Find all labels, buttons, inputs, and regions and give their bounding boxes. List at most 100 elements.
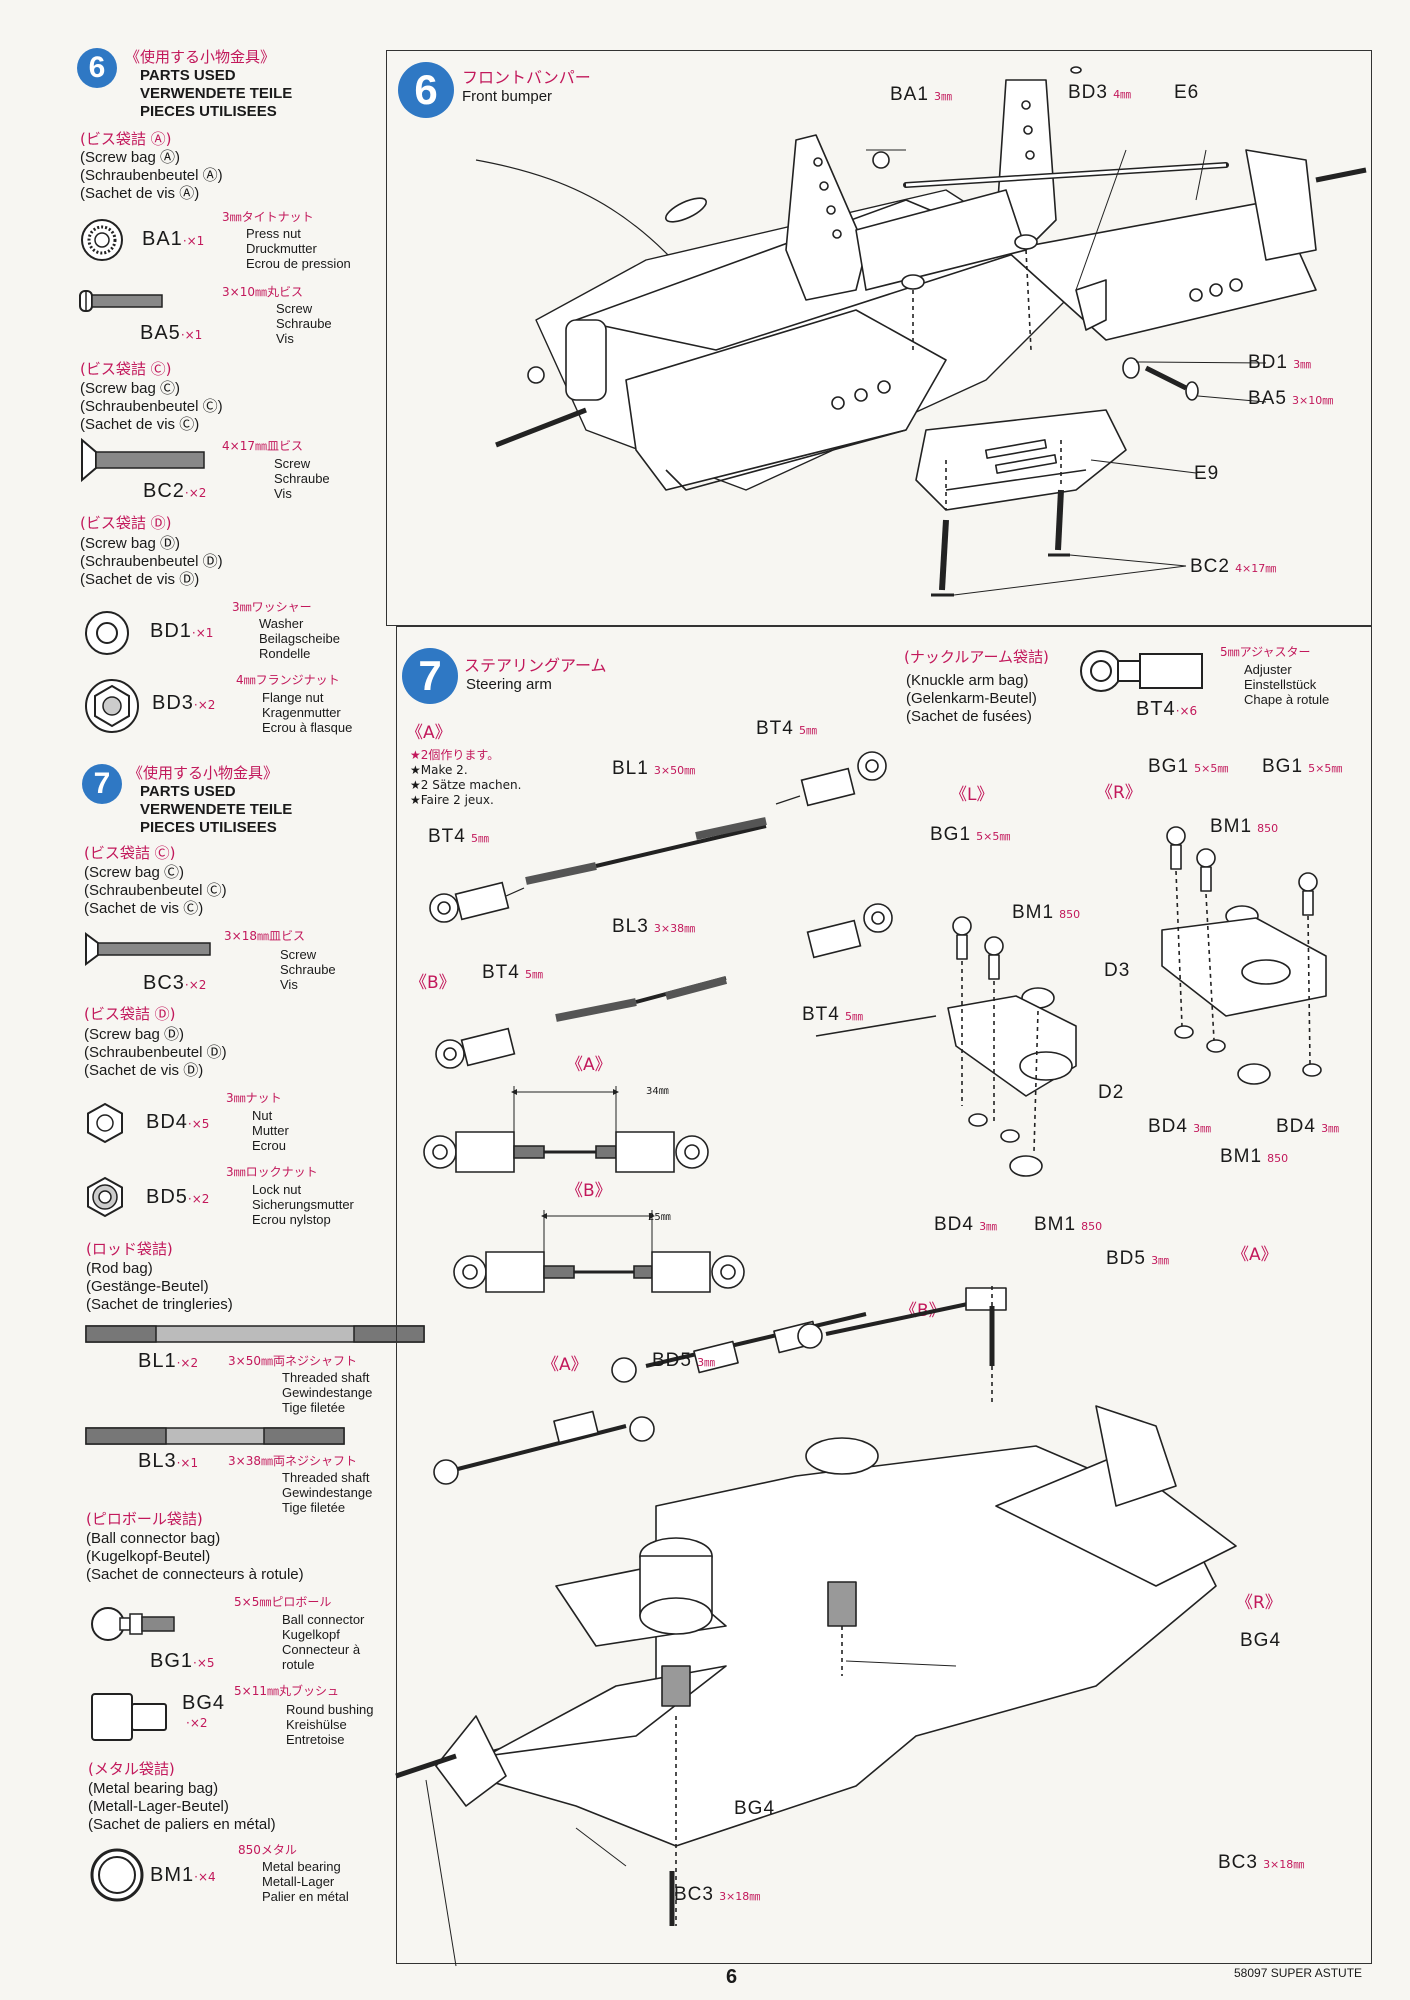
press-nut-icon xyxy=(80,218,124,262)
front-bumper-assembly-diagram xyxy=(386,50,1370,624)
adjuster-icon xyxy=(1078,648,1208,694)
label-bd5-left: BD5 3㎜ xyxy=(652,1350,716,1371)
label-bt4-b: BT4 5㎜ xyxy=(482,962,543,983)
label-ba1: BA1 3㎜ xyxy=(890,84,953,105)
nut-icon xyxy=(84,1102,126,1144)
label-bg1-l: BG1 5×5㎜ xyxy=(930,824,1011,845)
ba5-spec: 3×10㎜丸ビス xyxy=(222,285,303,299)
bt4-part-spec: 5㎜アジャスター xyxy=(1220,645,1311,659)
label-bl3: BL3 3×38㎜ xyxy=(612,916,696,937)
bm1-spec: 850メタル xyxy=(238,1843,297,1857)
dimension-b: 25㎜ xyxy=(648,1212,671,1223)
bg1-spec: 5×5㎜ピロボール xyxy=(234,1595,332,1609)
parts-used-title-en: PARTS USED VERWENDETE TEILE PIECES UTILI… xyxy=(140,67,293,120)
parts-used-7-title-jp: 《使用する小物金具》 xyxy=(128,764,279,782)
bl1-spec: 3×50㎜両ネジシャフト xyxy=(228,1354,357,1368)
mark-b-1: 《B》 xyxy=(410,973,456,993)
bag-c-title: (ビス袋詰 Ⓒ) xyxy=(80,360,172,378)
ball-connector-icon xyxy=(90,1604,176,1644)
mark-a-2: 《A》 xyxy=(566,1055,612,1075)
bm1-code: BM1·×4 xyxy=(150,1864,216,1886)
label-bm1-r: BM1 850 xyxy=(1210,816,1279,837)
label-bg1-r2: BG1 5×5㎜ xyxy=(1262,756,1343,777)
washer-icon xyxy=(84,610,130,656)
bg4-spec: 5×11㎜丸ブッシュ xyxy=(234,1684,339,1698)
label-bg4-right: BG4 xyxy=(1240,1630,1282,1651)
bd5-code: BD5·×2 xyxy=(146,1186,210,1208)
mark-l-1: 《L》 xyxy=(950,785,994,805)
label-bt4-left: BT4 5㎜ xyxy=(428,826,489,847)
step-7-panel-badge: 7 xyxy=(402,648,458,704)
bag-d-title: (ビス袋詰 Ⓓ) xyxy=(80,514,172,532)
label-d3: D3 xyxy=(1104,960,1131,981)
mark-r-2: 《R》 xyxy=(1236,1593,1282,1613)
bag-ball-names: (Ball connector bag)(Kugelkopf-Beutel)(S… xyxy=(86,1530,304,1583)
step-7-badge: 7 xyxy=(82,764,122,804)
ba1-spec: 3㎜タイトナット xyxy=(222,210,314,224)
label-bm1-l-bottom: BM1 850 xyxy=(1034,1214,1103,1235)
ba5-code: BA5·×1 xyxy=(140,322,203,344)
steering-arm-diagram xyxy=(396,626,1370,1962)
label-bt4-top: BT4 5㎜ xyxy=(756,718,817,739)
page-number: 6 xyxy=(726,1966,738,1988)
knuckle-bag-names: (Knuckle arm bag)(Gelenkarm-Beutel)(Sach… xyxy=(906,672,1037,725)
bl3-spec: 3×38㎜両ネジシャフト xyxy=(228,1454,357,1468)
step-6-panel xyxy=(386,50,1372,626)
rod-assembly-diagram xyxy=(396,626,1370,1962)
label-bd1: BD1 3㎜ xyxy=(1248,352,1312,373)
label-bg4-left: BG4 xyxy=(734,1798,776,1819)
bag-d-names: (Screw bag Ⓓ)(Schraubenbeutel Ⓓ)(Sachet … xyxy=(80,535,223,588)
parts-used-title-jp: 《使用する小物金具》 xyxy=(125,48,276,66)
countersunk-screw-3x18-icon xyxy=(86,934,212,964)
bag-d7-names: (Screw bag Ⓓ)(Schraubenbeutel Ⓓ)(Sachet … xyxy=(84,1026,227,1079)
round-bushing-icon xyxy=(90,1692,170,1742)
bag-metal-title: (メタル袋詰) xyxy=(88,1760,175,1778)
bc3-code: BC3·×2 xyxy=(143,972,207,994)
bl3-code: BL3·×1 xyxy=(138,1450,199,1472)
mark-a-1: 《A》 xyxy=(406,723,452,743)
bag-a-names: (Screw bag Ⓐ) (Schraubenbeutel Ⓐ) (Sache… xyxy=(80,149,223,202)
step-7-title-jp: ステアリングアーム xyxy=(464,656,607,675)
lock-nut-icon xyxy=(84,1176,126,1218)
label-bc3-left: BC3 3×18㎜ xyxy=(674,1884,761,1905)
bag-rod-title: (ロッド袋詰) xyxy=(86,1240,173,1258)
label-ba5: BA5 3×10㎜ xyxy=(1248,388,1334,409)
label-bd4-l: BD4 3㎜ xyxy=(934,1214,998,1235)
step-7-panel xyxy=(396,626,1372,1964)
bag-a-title: (ビス袋詰 Ⓐ) xyxy=(80,130,172,148)
label-bd4-r1: BD4 3㎜ xyxy=(1148,1116,1212,1137)
label-bd3: BD3 4㎜ xyxy=(1068,82,1132,103)
bg1-code: BG1·×5 xyxy=(150,1650,215,1672)
flange-nut-icon xyxy=(84,678,140,734)
bc3-spec: 3×18㎜皿ビス xyxy=(224,929,305,943)
bag-metal-names: (Metal bearing bag)(Metall-Lager-Beutel)… xyxy=(88,1780,276,1833)
step-7-title-en: Steering arm xyxy=(466,676,552,693)
bd3-spec: 4㎜フランジナット xyxy=(236,673,340,687)
bd1-spec: 3㎜ワッシャー xyxy=(232,600,312,614)
bd4-spec: 3㎜ナット xyxy=(226,1091,282,1105)
bag-c7-names: (Screw bag Ⓒ)(Schraubenbeutel Ⓒ)(Sachet … xyxy=(84,864,227,917)
mark-a-4: 《A》 xyxy=(542,1355,588,1375)
bg4-code: BG4 xyxy=(182,1692,226,1714)
step-6-badge: 6 xyxy=(77,48,117,88)
bag-d7-title: (ビス袋詰 Ⓓ) xyxy=(84,1005,176,1023)
label-bg1-r1: BG1 5×5㎜ xyxy=(1148,756,1229,777)
label-bc3-right: BC3 3×18㎜ xyxy=(1218,1852,1305,1873)
label-bc2: BC2 4×17㎜ xyxy=(1190,556,1277,577)
bag-c7-title: (ビス袋詰 Ⓒ) xyxy=(84,844,176,862)
label-d2: D2 xyxy=(1098,1082,1125,1103)
label-bd4-r2: BD4 3㎜ xyxy=(1276,1116,1340,1137)
bd1-code: BD1·×1 xyxy=(150,620,214,642)
